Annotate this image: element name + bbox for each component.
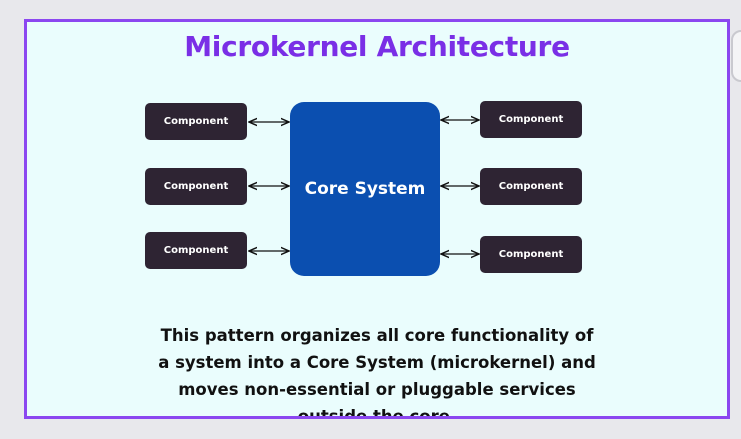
component-right-2: Component xyxy=(480,168,582,205)
slide-frame: Microkernel Architecture Core System Com… xyxy=(24,19,730,419)
description-line-1: This pattern organizes all core function… xyxy=(160,326,594,345)
component-label: Component xyxy=(498,249,564,260)
component-left-1: Component xyxy=(145,103,247,140)
component-left-3: Component xyxy=(145,232,247,269)
component-label: Component xyxy=(163,116,229,127)
component-label: Component xyxy=(163,245,229,256)
component-label: Component xyxy=(498,114,564,125)
description-line-2: a system into a Core System (microkernel… xyxy=(158,353,596,372)
connector-arrows xyxy=(27,22,730,419)
component-label: Component xyxy=(163,181,229,192)
side-panel-handle[interactable] xyxy=(731,30,741,82)
component-right-1: Component xyxy=(480,101,582,138)
diagram-title: Microkernel Architecture xyxy=(184,30,570,63)
component-left-2: Component xyxy=(145,168,247,205)
description-line-3: moves non-essential or pluggable service… xyxy=(178,380,576,399)
core-system-label: Core System xyxy=(304,179,426,199)
description-text: This pattern organizes all core function… xyxy=(27,322,727,419)
core-system-box: Core System xyxy=(290,102,440,276)
component-right-3: Component xyxy=(480,236,582,273)
diagram-area: Core System Component Component Componen… xyxy=(27,22,727,416)
description-line-4: outside the core. xyxy=(297,407,457,419)
component-label: Component xyxy=(498,181,564,192)
